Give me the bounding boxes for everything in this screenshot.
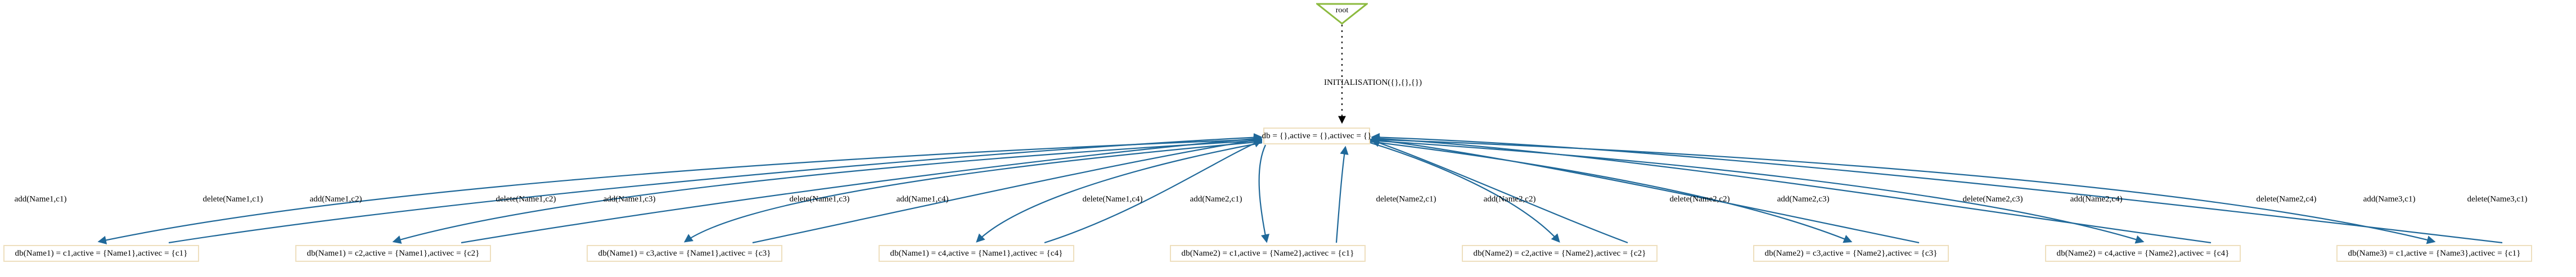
add-edges — [97, 138, 2436, 244]
edge-label: delete(Name3,c1) — [2467, 194, 2528, 204]
edge-label: add(Name1,c4) — [896, 194, 949, 204]
state-node[interactable]: db(Name1) = c4,active = {Name1},activec … — [879, 245, 1074, 262]
edge-label: delete(Name1,c3) — [789, 194, 850, 204]
edge-label: add(Name1,c2) — [309, 194, 362, 204]
delete-edges — [168, 133, 2503, 244]
state-node[interactable]: db(Name1) = c2,active = {Name1},activec … — [295, 245, 491, 262]
state-node[interactable]: db(Name2) = c1,active = {Name2},activec … — [1170, 245, 1366, 262]
root-label: root — [1335, 6, 1349, 15]
edge-label: add(Name2,c4) — [2070, 194, 2123, 204]
edge-label: add(Name2,c1) — [1190, 194, 1242, 204]
state-node[interactable]: db(Name3) = c1,active = {Name3},activec … — [2336, 245, 2532, 262]
state-node[interactable]: db(Name2) = c2,active = {Name2},activec … — [1462, 245, 1658, 262]
state-node-initial[interactable]: db = {},active = {},activec = {} — [1262, 128, 1371, 144]
edge-label: delete(Name1,c4) — [1082, 194, 1143, 204]
edge-label: add(Name2,c2) — [1483, 194, 1536, 204]
edge-label: add(Name3,c1) — [2363, 194, 2416, 204]
root-triangle-icon — [1316, 3, 1368, 25]
state-node[interactable]: db(Name2) = c4,active = {Name2},activec … — [2045, 245, 2241, 262]
edge-label: add(Name2,c3) — [1777, 194, 1830, 204]
initialisation-edge-label: INITIALISATION({},{},{}) — [1324, 78, 1422, 87]
state-node[interactable]: db(Name2) = c3,active = {Name2},activec … — [1753, 245, 1949, 262]
root-node[interactable]: root — [1316, 2, 1368, 25]
edge-label: delete(Name2,c4) — [2256, 194, 2317, 204]
state-node[interactable]: db(Name1) = c3,active = {Name1},activec … — [587, 245, 782, 262]
edge-label: delete(Name1,c1) — [202, 194, 263, 204]
edge-label: delete(Name2,c1) — [1376, 194, 1436, 204]
edge-label: add(Name1,c3) — [603, 194, 656, 204]
state-node[interactable]: db(Name1) = c1,active = {Name1},activec … — [3, 245, 199, 262]
edge-label: delete(Name1,c2) — [496, 194, 556, 204]
edge-label: add(Name1,c1) — [14, 194, 67, 204]
edge-label: delete(Name2,c2) — [1669, 194, 1730, 204]
edge-label: delete(Name2,c3) — [1962, 194, 2023, 204]
